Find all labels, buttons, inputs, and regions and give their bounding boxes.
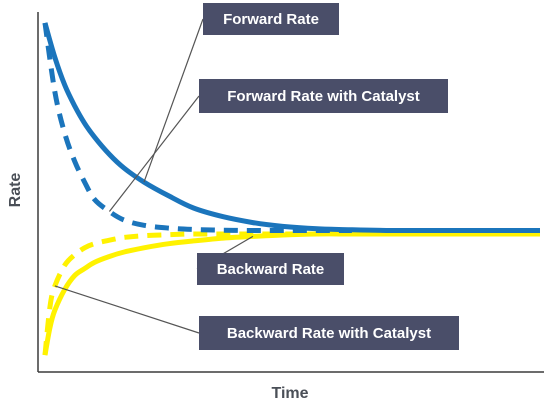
callout-label-forward-rate-with-catalyst: Forward Rate with Catalyst — [227, 88, 420, 105]
leader-line-forward-rate-with-catalyst — [108, 95, 200, 212]
leader-line-backward-rate-with-catalyst — [54, 285, 200, 334]
y-axis-title: Rate — [7, 173, 24, 208]
callout-label-backward-rate: Backward Rate — [217, 261, 325, 278]
series-line-backward-rate — [42, 231, 540, 356]
callout-label-forward-rate: Forward Rate — [223, 11, 319, 28]
series-line-forward-rate — [42, 22, 540, 234]
callout-box-forward-rate — [203, 3, 339, 35]
series-line-backward-rate-with-catalyst — [42, 231, 318, 356]
series-layer — [42, 22, 540, 356]
callout-box-backward-rate-with-catalyst — [199, 316, 459, 350]
axes-layer: Time Rate — [7, 12, 544, 402]
leader-line-forward-rate — [143, 18, 204, 183]
callout-box-forward-rate-with-catalyst — [199, 79, 448, 113]
series-line-forward-rate-with-catalyst — [42, 22, 352, 234]
callout-label-backward-rate-with-catalyst: Backward Rate with Catalyst — [227, 325, 431, 342]
callout-box-backward-rate — [197, 253, 344, 285]
x-axis-title: Time — [271, 385, 308, 402]
